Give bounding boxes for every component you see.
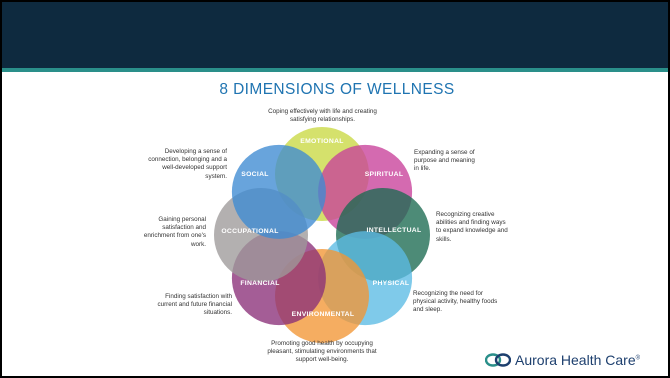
social-description: Developing a sense of connection, belong… xyxy=(148,148,227,180)
logo-text: Aurora Health Care® xyxy=(515,352,640,368)
petal-label-social: SOCIAL xyxy=(241,171,268,178)
header-band xyxy=(2,2,668,68)
petal-label-emotional: EMOTIONAL xyxy=(300,138,343,145)
logo-name: Aurora Health Care xyxy=(515,352,636,368)
spiritual-description: Expanding a sense of purpose and meaning… xyxy=(414,149,475,173)
occupational-description: Gaining personal satisfaction and enrich… xyxy=(143,216,206,248)
page-title: 8 DIMENSIONS OF WELLNESS xyxy=(219,81,455,98)
header-accent-line xyxy=(2,68,668,72)
petal-label-spiritual: SPIRITUAL xyxy=(365,171,404,178)
financial-description: Finding satisfaction with current and fu… xyxy=(157,293,232,317)
registered-mark: ® xyxy=(635,355,641,362)
petal-label-environmental: ENVIRONMENTAL xyxy=(292,311,355,318)
environmental-description: Promoting good health by occupying pleas… xyxy=(267,340,377,364)
petal-social xyxy=(231,144,326,239)
petal-label-occupational: OCCUPATIONAL xyxy=(221,228,278,235)
petal-label-physical: PHYSICAL xyxy=(373,280,410,287)
intellectual-description: Recognizing creative abilities and findi… xyxy=(436,211,508,243)
aurora-logo-icon xyxy=(485,353,511,367)
physical-description: Recognizing the need for physical activi… xyxy=(413,290,498,314)
emotional-description: Coping effectively with life and creatin… xyxy=(268,108,377,124)
petal-label-financial: FINANCIAL xyxy=(240,280,279,287)
aurora-logo: Aurora Health Care® xyxy=(485,351,665,371)
petal-label-intellectual: INTELLECTUAL xyxy=(367,227,422,234)
